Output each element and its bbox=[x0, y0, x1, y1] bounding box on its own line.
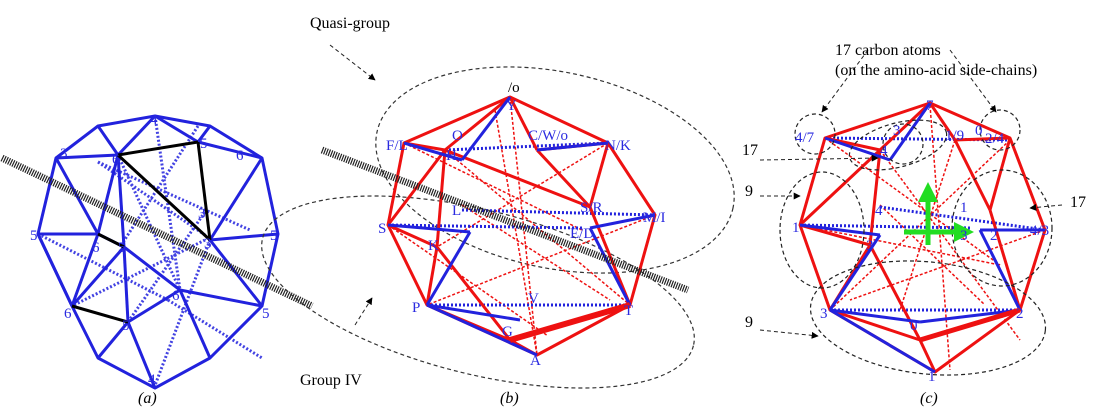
carbon-atoms-subtitle: (on the amino-acid side-chains) bbox=[835, 62, 1037, 79]
group-iv-pointer bbox=[354, 297, 373, 326]
panel-c-hidden-edges bbox=[799, 104, 1046, 371]
vertex-label: E/D bbox=[570, 226, 594, 242]
vertex-label: 6 bbox=[172, 288, 180, 304]
panel-b-blue-edges bbox=[387, 96, 656, 357]
quasi-group-pointer bbox=[329, 44, 376, 81]
vertex-label: 0 bbox=[910, 318, 918, 334]
vertex-label: 5 bbox=[270, 228, 278, 244]
vertex-label: 3 bbox=[198, 206, 206, 222]
count-label: 9 bbox=[745, 314, 753, 331]
vertex-label: 4 bbox=[875, 203, 883, 219]
vertex-label: 1 bbox=[960, 200, 968, 216]
count-label: 17 bbox=[1070, 194, 1086, 211]
vertex-label: 6 bbox=[112, 152, 120, 168]
vertex-label: P bbox=[412, 300, 420, 316]
vertex-label: 7 bbox=[926, 98, 934, 114]
vertex-label: 3 bbox=[60, 146, 68, 162]
panel-b-blue-dashed bbox=[387, 141, 656, 307]
vertex-label: 1/9 bbox=[945, 128, 964, 144]
vertex-label: 5 bbox=[118, 240, 126, 256]
panel-c-blue-dashed bbox=[799, 136, 1046, 312]
vertex-label: N/K bbox=[605, 138, 631, 154]
panel-c-bold-edge bbox=[919, 307, 1021, 343]
panel-a: 4 5 6 3 5 6 6 3 3 5 5 6 6 5 5 4 (a) bbox=[0, 112, 314, 407]
panel-a-axis bbox=[0, 154, 314, 310]
vertex-label: 4 bbox=[150, 112, 158, 128]
vertex-label: 3 bbox=[960, 228, 968, 244]
vertex-label: 2/4 bbox=[985, 131, 1005, 147]
vertex-label: 3 bbox=[866, 238, 874, 254]
vertex-label: 4 bbox=[880, 143, 888, 159]
vertex-label: L bbox=[452, 203, 461, 219]
panel-c: 17 carbon atoms (on the amino-acid side-… bbox=[742, 42, 1086, 407]
vertex-label: 1 bbox=[792, 220, 800, 236]
vertex-label: G bbox=[502, 324, 513, 340]
vertex-label: S bbox=[378, 221, 386, 237]
quasi-group-ellipse bbox=[375, 66, 735, 274]
panel-b-bold-edge bbox=[509, 302, 631, 343]
vertex-label: /o bbox=[508, 80, 520, 96]
vertex-label: 2 bbox=[990, 228, 998, 244]
vertex-label: K bbox=[428, 238, 439, 254]
vertex-label: 6 bbox=[236, 148, 244, 164]
vertex-label: 6 bbox=[64, 306, 72, 322]
carbon-atoms-title: 17 carbon atoms bbox=[835, 42, 941, 59]
panel-c-axes-arrows bbox=[904, 182, 974, 245]
vertex-label: 1 bbox=[928, 369, 936, 385]
vertex-label: S/R bbox=[580, 200, 603, 216]
panel-b-groups bbox=[261, 66, 735, 389]
panel-a-hidden-edges bbox=[37, 115, 263, 389]
panel-b-labels: /o Y O C/W/o F/L H N/K S/R M/I L S K E/D… bbox=[378, 80, 666, 369]
vertex-label: M/I bbox=[643, 210, 666, 226]
vertex-label: 2 bbox=[1016, 306, 1024, 322]
vertex-label: A bbox=[530, 353, 541, 369]
panel-b-caption: (b) bbox=[500, 390, 519, 407]
panel-b: Quasi-group Group IV /o Y O C/W/o F/L H … bbox=[261, 15, 735, 407]
panel-c-caption: (c) bbox=[920, 390, 938, 407]
panel-a-labels: 4 5 6 3 5 6 6 3 3 5 5 6 6 5 5 4 bbox=[30, 112, 278, 388]
vertex-label: 3 bbox=[820, 306, 828, 322]
vertex-label: 5 bbox=[122, 318, 130, 334]
group-iv-label: Group IV bbox=[300, 372, 362, 389]
group-iv-ellipse bbox=[261, 195, 695, 389]
panel-a-caption: (a) bbox=[138, 390, 157, 407]
panel-c-pointers bbox=[759, 49, 1063, 339]
vertex-label: H bbox=[446, 148, 457, 164]
vertex-label: V bbox=[528, 291, 539, 307]
vertex-label: C/W/o bbox=[528, 128, 568, 144]
vertex-label: T bbox=[624, 303, 633, 319]
panel-b-axis bbox=[320, 146, 690, 294]
vertex-label: 6 bbox=[92, 240, 100, 256]
vertex-label: F/L bbox=[386, 138, 408, 154]
vertex-label: 5 bbox=[30, 228, 38, 244]
vertex-label: 5 bbox=[262, 306, 270, 322]
count-label: 17 bbox=[742, 142, 758, 159]
panel-a-highlight bbox=[71, 140, 212, 324]
vertex-label: 3 bbox=[204, 236, 212, 252]
panel-c-side-labels: 17 9 17 9 bbox=[742, 142, 1086, 331]
panel-c-clusters bbox=[779, 109, 1053, 376]
panel-c-blue-edges bbox=[799, 102, 1045, 374]
vertex-label: 3 bbox=[893, 123, 901, 139]
panel-c-labels: 7 4/7 3 1/9 0 2/4 4 1 4 2 3 4/3 1 3 3 2 … bbox=[792, 98, 1049, 385]
vertex-label: 4/3 bbox=[1030, 223, 1049, 239]
vertex-label: O bbox=[452, 128, 463, 144]
count-label: 9 bbox=[745, 183, 753, 200]
vertex-label: Y bbox=[506, 98, 517, 114]
vertex-label: 4/7 bbox=[795, 130, 815, 146]
quasi-group-label: Quasi-group bbox=[310, 15, 390, 32]
vertex-label: 4 bbox=[148, 372, 156, 388]
vertex-label: 5 bbox=[200, 136, 208, 152]
vertex-label: 0 bbox=[975, 123, 983, 139]
